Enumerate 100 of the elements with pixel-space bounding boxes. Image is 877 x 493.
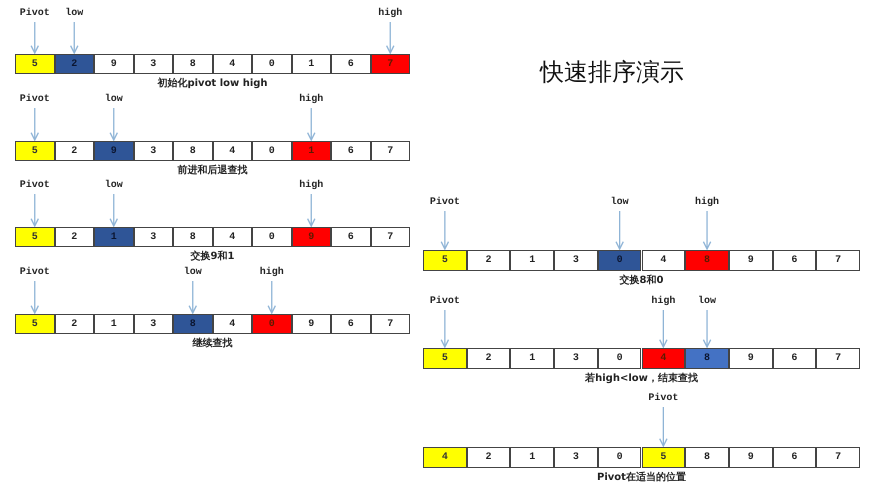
array-cell: 0 [252,227,292,247]
array-cell: 9 [728,250,773,271]
pointer-arrow [659,310,668,348]
pointer-arrow [440,211,450,250]
array-cell: 6 [331,227,370,247]
array-cell: 6 [772,447,816,468]
step-caption: Pivot在适当的位置 [597,470,686,484]
array-cell: 3 [134,227,173,247]
pointer-arrow [659,407,668,447]
array-cell: 0 [598,250,642,271]
array-cell: 4 [642,348,686,369]
array-cell: 7 [816,447,860,468]
step-caption: 交换9和1 [190,249,234,263]
array-cell: 0 [252,141,292,161]
array-cell: 7 [370,314,410,334]
array-cell: 2 [466,250,510,271]
pointer-arrow [30,281,40,314]
array-cell: 9 [292,227,331,247]
array-cell: 8 [685,447,729,468]
array-cell: 4 [212,54,252,74]
pointer-label: high [291,178,332,192]
array-cell: 0 [252,314,292,334]
pointer-arrow [30,22,40,54]
array-cell: 8 [685,348,729,369]
step-caption: 初始化pivot low high [157,76,268,90]
array-cell: 7 [370,141,410,161]
array-cell: 6 [331,54,370,74]
pointer-label: high [643,294,684,308]
array-cell: 9 [94,141,134,161]
array-cell: 1 [292,141,331,161]
pointer-label: Pivot [14,265,55,279]
array-cell: 0 [252,54,292,74]
pointer-arrow [70,22,79,54]
array-cell: 5 [15,314,54,334]
array-cell: 1 [94,314,134,334]
array-cell: 1 [292,54,331,74]
pointer-arrow [386,22,395,54]
array-cell: 2 [54,314,94,334]
pointer-label: low [94,178,134,192]
array-cell: 6 [331,314,370,334]
array-cell: 4 [642,250,686,271]
step-caption: 继续查找 [192,336,232,350]
array-cell: 4 [423,447,467,468]
array-cell: 5 [642,447,686,468]
array-cell: 9 [728,447,773,468]
pointer-arrow [30,108,40,141]
pointer-arrow [306,194,316,227]
step-caption: 若high<low，结束查找 [585,372,698,385]
array-cell: 9 [728,348,773,369]
pointer-label: Pivot [14,6,55,20]
array-cell: 6 [331,141,370,161]
pointer-arrow [109,194,118,227]
title: 快速排序演示 [540,57,684,88]
pointer-arrow [702,310,712,348]
array-cell: 3 [554,250,598,271]
pointer-arrow [306,108,316,141]
pointer-arrow [30,194,40,227]
pointer-arrow [702,211,712,250]
pointer-label: Pivot [14,178,55,192]
pointer-arrow [109,108,118,141]
pointer-label: high [687,195,728,209]
array-cell: 3 [134,314,173,334]
array-cell: 7 [370,227,410,247]
array-cell: 5 [423,348,467,369]
array-cell: 8 [173,314,212,334]
pointer-label: Pivot [643,391,684,405]
array-cell: 6 [772,348,816,369]
array-cell: 2 [54,54,94,74]
pointer-label: low [172,265,213,279]
array-cell: 1 [94,227,134,247]
pointer-label: Pivot [14,92,55,106]
array-cell: 4 [212,314,252,334]
pointer-arrow [615,211,624,250]
array-cell: 1 [510,250,554,271]
array-cell: 0 [598,348,642,369]
array-cell: 2 [466,348,510,369]
pointer-label: high [291,92,332,106]
pointer-label: low [94,92,134,106]
array-cell: 8 [173,141,212,161]
array-cell: 3 [554,348,598,369]
array-cell: 3 [134,54,173,74]
array-cell: 3 [134,141,173,161]
step-caption: 交换8和0 [620,273,664,287]
array-cell: 6 [772,250,816,271]
pointer-label: low [54,6,94,20]
pointer-label: Pivot [424,294,465,308]
step-caption: 前进和后退查找 [178,164,248,177]
array-cell: 1 [510,447,554,468]
array-cell: 9 [94,54,134,74]
array-cell: 2 [466,447,510,468]
array-cell: 5 [423,250,467,271]
array-cell: 3 [554,447,598,468]
array-cell: 2 [54,141,94,161]
array-cell: 8 [685,250,729,271]
array-cell: 7 [370,54,410,74]
pointer-label: low [687,294,728,308]
array-cell: 8 [173,54,212,74]
pointer-label: high [370,6,410,20]
array-cell: 5 [15,54,54,74]
array-cell: 1 [510,348,554,369]
